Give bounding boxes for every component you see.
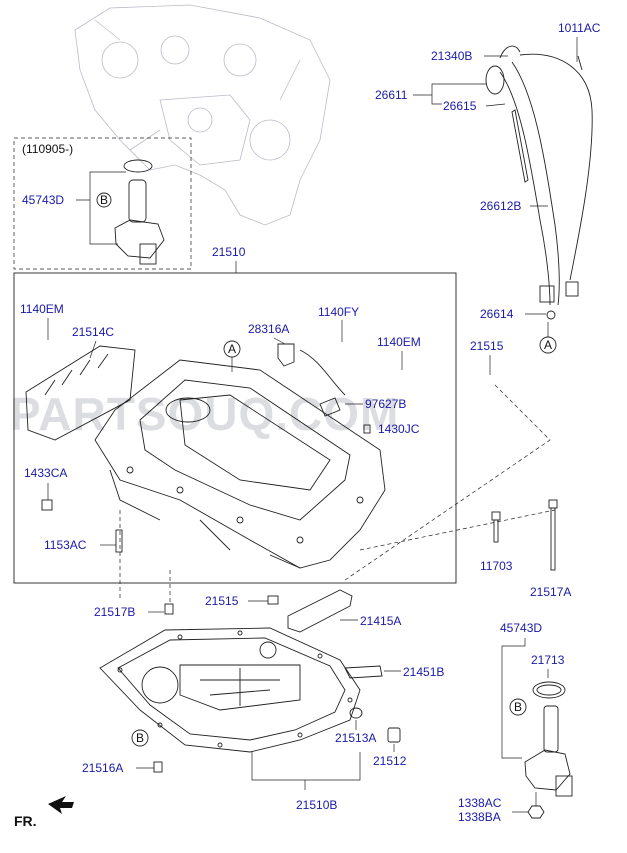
leader-21510B	[251, 752, 361, 790]
label-28316A[interactable]: 28316A	[248, 322, 289, 336]
bolt-11703[interactable]	[491, 511, 501, 543]
ref-letter-b-top: B	[100, 193, 108, 207]
ref-letter-a-pan: A	[228, 342, 236, 356]
oil-baffle-21514C[interactable]	[25, 345, 136, 441]
leader-45743D-bottom	[501, 638, 526, 759]
label-21510B[interactable]: 21510B	[296, 798, 337, 812]
pin-1153AC[interactable]	[115, 529, 123, 553]
label-1140EM-right[interactable]: 1140EM	[377, 335, 421, 349]
upper-oil-pan[interactable]	[94, 359, 386, 569]
label-26614[interactable]: 26614	[480, 307, 514, 321]
bolt-21516A[interactable]	[153, 761, 163, 773]
watermark-text: PARTSOUQ.COM	[10, 388, 399, 440]
oil-level-sensor-top[interactable]	[114, 159, 165, 265]
label-21512[interactable]: 21512	[373, 754, 407, 768]
gasket-28316A[interactable]	[277, 343, 295, 367]
oil-temp-sensor-harness[interactable]	[299, 349, 346, 417]
label-21517A[interactable]: 21517A	[530, 585, 571, 599]
label-21510[interactable]: 21510	[212, 245, 246, 259]
dipstick-assembly[interactable]	[485, 45, 593, 320]
label-1011AC[interactable]: 1011AC	[558, 21, 601, 35]
upper-oil-pan-box	[13, 272, 457, 584]
ref-circle-b-pan	[131, 729, 149, 747]
leader-45743D-top	[76, 171, 126, 245]
label-26611[interactable]: 26611	[375, 88, 408, 102]
label-1153AC[interactable]: 1153AC	[44, 538, 87, 552]
plug-1433CA[interactable]	[41, 499, 53, 511]
bolt-21517B[interactable]	[164, 603, 174, 615]
label-1140EM-left[interactable]: 1140EM	[20, 302, 64, 316]
dash-guide-left	[119, 510, 171, 605]
label-1338AC[interactable]: 1338AC	[458, 796, 502, 810]
label-21516A[interactable]: 21516A	[82, 761, 123, 775]
label-21515-mid[interactable]: 21515	[205, 594, 239, 608]
front-arrow-icon	[48, 796, 74, 814]
oring-21713[interactable]	[532, 681, 566, 699]
label-21517B[interactable]: 21517B	[94, 605, 135, 619]
bolt-21517A[interactable]	[548, 499, 558, 571]
label-11703[interactable]: 11703	[480, 559, 513, 573]
label-21713[interactable]: 21713	[531, 653, 565, 667]
label-26615[interactable]: 26615	[443, 99, 477, 113]
drain-plug-21512[interactable]	[387, 727, 401, 743]
engine-block-outline	[74, 4, 331, 226]
label-21340B[interactable]: 21340B	[431, 49, 472, 63]
lower-oil-pan[interactable]	[99, 627, 361, 753]
label-1430JC[interactable]: 1430JC	[378, 422, 420, 436]
plug-1430JC[interactable]	[363, 424, 371, 434]
label-45743D-bottom[interactable]: 45743D	[500, 621, 542, 635]
label-21514C[interactable]: 21514C	[72, 325, 114, 339]
direction-label: FR.	[14, 813, 37, 829]
label-26612B[interactable]: 26612B	[480, 199, 521, 213]
bolt-21515-mid[interactable]	[267, 595, 279, 605]
label-45743D-top[interactable]: 45743D	[22, 193, 64, 207]
leader-21514C	[89, 340, 97, 359]
label-21415A[interactable]: 21415A	[360, 614, 401, 628]
oil-level-sensor-bottom[interactable]	[524, 705, 573, 797]
label-21515-right[interactable]: 21515	[470, 339, 504, 353]
ref-circle-b-top	[96, 192, 112, 208]
label-1140FY[interactable]: 1140FY	[318, 305, 359, 319]
label-21451B[interactable]: 21451B	[403, 665, 444, 679]
ref-letter-b-pan: B	[136, 731, 144, 745]
leader-26615	[485, 103, 506, 107]
label-97627B[interactable]: 97627B	[365, 397, 406, 411]
leader-28316A	[273, 337, 286, 345]
ref-letter-a-right: A	[544, 338, 552, 352]
dash-guide-right	[344, 384, 556, 581]
label-21513A[interactable]: 21513A	[335, 731, 376, 745]
leader-26611	[413, 83, 486, 105]
drain-hose-21451B[interactable]	[344, 665, 383, 679]
gasket-21513A[interactable]	[349, 707, 363, 719]
label-1433CA[interactable]: 1433CA	[24, 466, 67, 480]
ref-letter-b-bottom: B	[514, 700, 522, 714]
ref-circle-b-bottom	[509, 698, 527, 716]
bracket-21415A[interactable]	[287, 589, 353, 633]
variant-note: (110905-)	[22, 142, 73, 156]
label-1338BA[interactable]: 1338BA	[458, 810, 501, 824]
bolt-1338[interactable]	[527, 805, 545, 819]
